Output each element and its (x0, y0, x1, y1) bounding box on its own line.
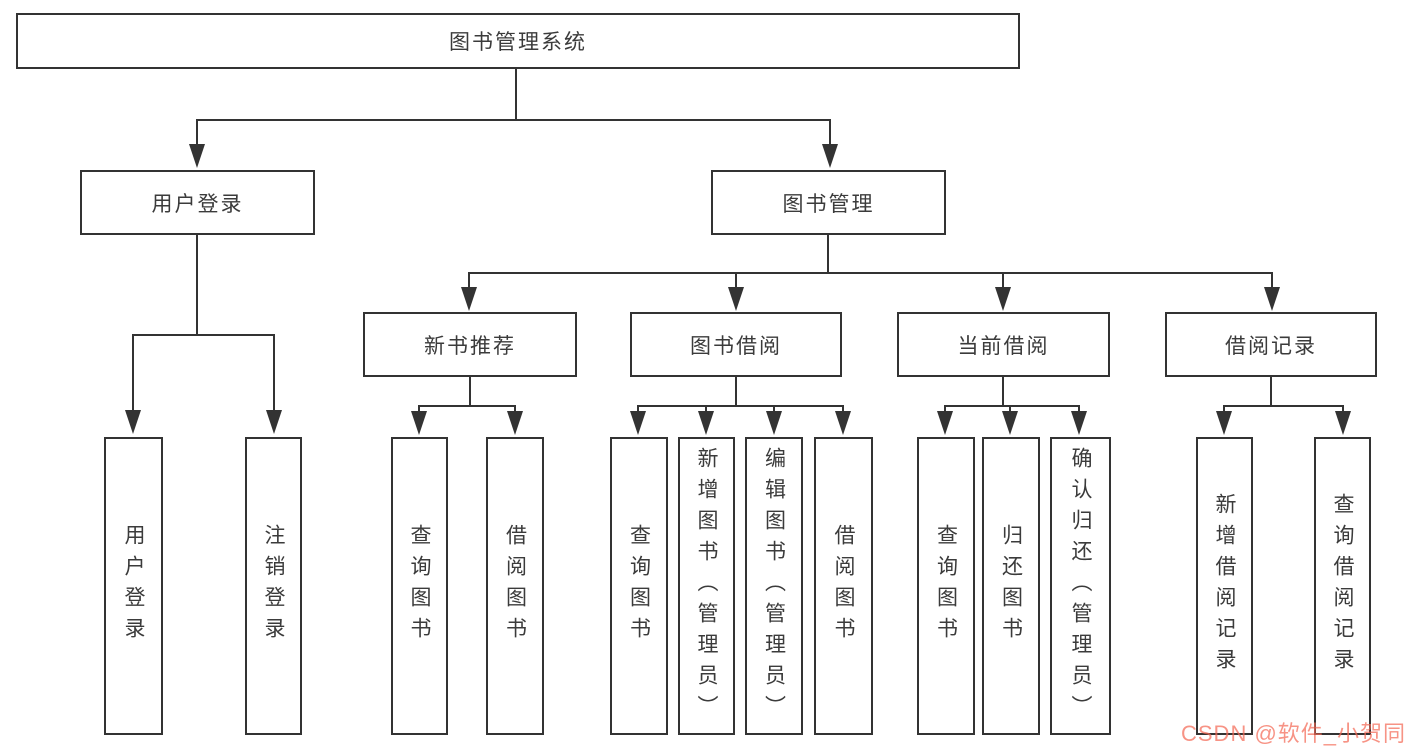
arrow-down-icon (1216, 411, 1232, 435)
leaf-borrow-edit-books-admin: 编辑图书（管理员） (745, 437, 803, 735)
csdn-watermark: CSDN @软件_小贺同学 (1181, 721, 1405, 746)
node-user-login: 用户登录 (80, 170, 315, 235)
arrow-down-icon (698, 411, 714, 435)
arrow-down-icon (1264, 287, 1280, 311)
connector-line (468, 272, 1273, 274)
arrow-down-icon (1071, 411, 1087, 435)
leaf-recommend-borrow-books-label: 借阅图书 (503, 524, 527, 648)
leaf-current-confirm-return-admin: 确认归还（管理员） (1050, 437, 1111, 735)
connector-line (1271, 272, 1273, 292)
arrow-down-icon (728, 287, 744, 311)
arrow-down-icon (766, 411, 782, 435)
arrow-down-icon (1335, 411, 1351, 435)
connector-line (944, 405, 1080, 407)
node-root-label: 图书管理系统 (449, 31, 587, 54)
leaf-current-return-books: 归还图书 (982, 437, 1040, 735)
connector-line (515, 68, 517, 121)
connector-line (469, 377, 471, 407)
arrow-down-icon (630, 411, 646, 435)
arrow-down-icon (411, 411, 427, 435)
connector-line (1002, 272, 1004, 292)
leaf-records-query-record-label: 查询借阅记录 (1331, 493, 1354, 679)
leaf-borrow-edit-books-admin-label: 编辑图书（管理员） (762, 446, 786, 726)
connector-line (735, 377, 737, 407)
connector-line (196, 235, 198, 336)
connector-line (196, 119, 198, 149)
leaf-user-login-label: 用户登录 (122, 524, 145, 648)
node-book-management-label: 图书管理 (782, 192, 875, 216)
leaf-borrow-add-books-admin: 新增图书（管理员） (678, 437, 735, 735)
node-current-borrow-label: 当前借阅 (957, 334, 1050, 358)
leaf-current-query-books-label: 查询图书 (934, 524, 958, 648)
leaf-recommend-query-books: 查询图书 (391, 437, 448, 735)
leaf-current-query-books: 查询图书 (917, 437, 975, 735)
node-user-login-label: 用户登录 (151, 192, 244, 216)
leaf-borrow-query-books-label: 查询图书 (627, 524, 651, 648)
connector-line (132, 334, 275, 336)
arrow-down-icon (461, 287, 477, 311)
leaf-borrow-add-books-admin-label: 新增图书（管理员） (695, 446, 718, 726)
arrow-down-icon (1002, 411, 1018, 435)
node-borrow-records-label: 借阅记录 (1225, 334, 1317, 358)
leaf-records-add-record: 新增借阅记录 (1196, 437, 1253, 735)
arrow-down-icon (125, 410, 141, 434)
leaf-records-query-record: 查询借阅记录 (1314, 437, 1371, 735)
connector-line (418, 405, 516, 407)
connector-line (132, 334, 134, 414)
node-book-borrow-label: 图书借阅 (690, 334, 782, 358)
leaf-logout-label: 注销登录 (262, 524, 285, 648)
connector-line (1002, 377, 1004, 407)
leaf-records-add-record-label: 新增借阅记录 (1213, 493, 1236, 679)
connector-line (196, 119, 831, 121)
connector-line (827, 235, 829, 274)
node-new-book-recommend-label: 新书推荐 (424, 334, 516, 358)
leaf-borrow-query-books: 查询图书 (610, 437, 668, 735)
leaf-logout: 注销登录 (245, 437, 302, 735)
arrow-down-icon (937, 411, 953, 435)
leaf-recommend-borrow-books: 借阅图书 (486, 437, 544, 735)
leaf-current-confirm-return-admin-label: 确认归还（管理员） (1069, 446, 1092, 726)
connector-line (735, 272, 737, 292)
node-book-borrow: 图书借阅 (630, 312, 842, 377)
arrow-down-icon (822, 144, 838, 168)
connector-line (637, 405, 844, 407)
connector-line (829, 119, 831, 149)
arrow-down-icon (266, 410, 282, 434)
arrow-down-icon (189, 144, 205, 168)
connector-line (468, 272, 470, 292)
node-book-management: 图书管理 (711, 170, 946, 235)
arrow-down-icon (995, 287, 1011, 311)
node-root: 图书管理系统 (16, 13, 1020, 69)
leaf-current-return-books-label: 归还图书 (999, 524, 1023, 648)
arrow-down-icon (507, 411, 523, 435)
leaf-borrow-borrow-books: 借阅图书 (814, 437, 873, 735)
connector-line (1223, 405, 1344, 407)
connector-line (273, 334, 275, 414)
node-current-borrow: 当前借阅 (897, 312, 1110, 377)
leaf-user-login: 用户登录 (104, 437, 163, 735)
node-new-book-recommend: 新书推荐 (363, 312, 577, 377)
leaf-borrow-borrow-books-label: 借阅图书 (832, 524, 855, 648)
arrow-down-icon (835, 411, 851, 435)
connector-line (1270, 377, 1272, 407)
node-borrow-records: 借阅记录 (1165, 312, 1377, 377)
leaf-recommend-query-books-label: 查询图书 (408, 524, 431, 648)
